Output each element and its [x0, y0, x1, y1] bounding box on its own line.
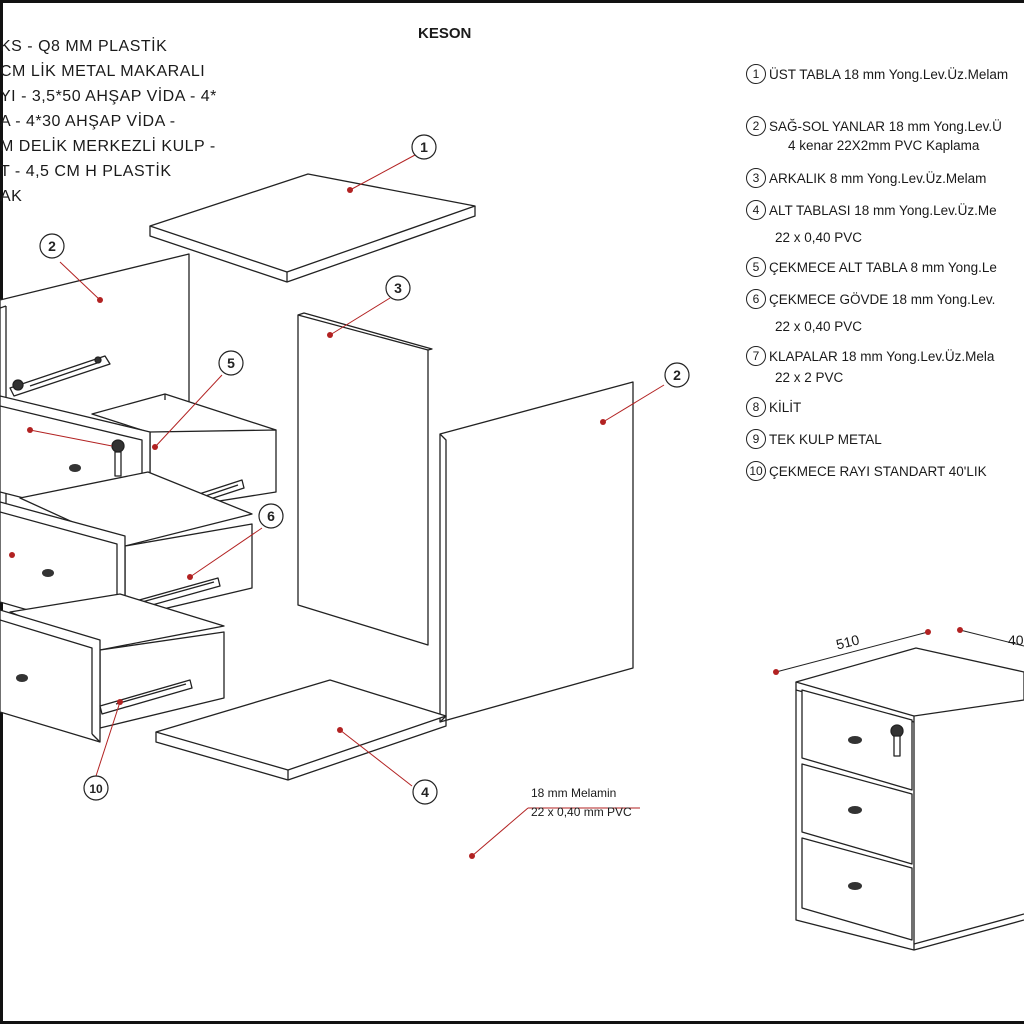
legend-number: 1 — [746, 64, 766, 84]
legend-subtext: 22 x 2 PVC — [775, 370, 844, 385]
callout-label: 2 — [48, 238, 56, 254]
legend-number: 4 — [746, 200, 766, 220]
legend-number: 3 — [746, 168, 766, 188]
leader-lines — [29, 154, 665, 857]
legend-item: 7 KLAPALAR 18 mm Yong.Lev.Üz.Mela — [746, 346, 994, 366]
legend-number: 7 — [746, 346, 766, 366]
slide-rail-upper — [9, 355, 111, 397]
dimension-lines — [775, 629, 1024, 673]
callout-group: 1 2 3 5 6 2 4 10 — [39, 134, 690, 805]
legend-item: 10 ÇEKMECE RAYI STANDART 40'LIK — [746, 461, 987, 481]
legend-subtext: 22 x 0,40 PVC — [775, 319, 863, 334]
right-side-panel — [439, 381, 634, 723]
material-note-line1: 18 mm Melamin — [531, 786, 617, 800]
back-panel — [297, 312, 433, 646]
legend-text: ALT TABLASI 18 mm Yong.Lev.Üz.Me — [769, 202, 997, 218]
notes-block: KS - Q8 MM PLASTİK CM LİK METAL MAKARALI… — [0, 34, 217, 209]
legend-item: 3 ARKALIK 8 mm Yong.Lev.Üz.Melam — [746, 168, 986, 188]
callout-label: 4 — [421, 784, 429, 800]
top-panel — [149, 173, 476, 283]
legend-number: 9 — [746, 429, 766, 449]
leader-dots — [9, 187, 963, 859]
note-line: T - 4,5 CM H PLASTİK — [0, 163, 172, 180]
callout-1: 1 — [411, 134, 437, 160]
callout-label: 2 — [673, 367, 681, 383]
legend-subtext: 4 kenar 22X2mm PVC Kaplama — [788, 138, 980, 153]
legend-text: ÜST TABLA 18 mm Yong.Lev.Üz.Melam — [769, 66, 1009, 82]
callout-6: 6 — [258, 503, 284, 529]
legend-number: 6 — [746, 289, 766, 309]
legend-text: SAĞ-SOL YANLAR 18 mm Yong.Lev.Ü — [769, 118, 1002, 134]
legend-number: 8 — [746, 397, 766, 417]
material-note-line2: 22 x 0,40 mm PVC — [531, 805, 632, 819]
legend-item: 6 ÇEKMECE GÖVDE 18 mm Yong.Lev. — [746, 289, 995, 309]
note-line: YI - 3,5*50 AHŞAP VİDA - 4* — [0, 88, 217, 105]
callout-label: 3 — [394, 280, 402, 296]
callout-label: 5 — [227, 355, 235, 371]
legend-text: ARKALIK 8 mm Yong.Lev.Üz.Melam — [769, 170, 987, 186]
legend-item: 2 SAĞ-SOL YANLAR 18 mm Yong.Lev.Ü — [746, 116, 1002, 136]
note-line: KS - Q8 MM PLASTİK — [0, 38, 168, 55]
drawing-title: KESON — [418, 25, 472, 42]
assembled-cabinet — [795, 647, 1024, 951]
dimension-depth-label: 40 — [1008, 632, 1024, 648]
legend-text: KLAPALAR 18 mm Yong.Lev.Üz.Mela — [769, 348, 995, 364]
callout-label: 1 — [420, 139, 428, 155]
callout-label: 6 — [267, 508, 275, 524]
note-line: AK — [0, 188, 23, 205]
legend-text: KİLİT — [769, 399, 802, 415]
legend-item: 1 ÜST TABLA 18 mm Yong.Lev.Üz.Melam — [746, 64, 1008, 84]
handles-exploded — [16, 464, 81, 682]
legend-item: 9 TEK KULP METAL — [746, 429, 882, 449]
drawer-middle — [0, 471, 253, 639]
legend-text: TEK KULP METAL — [769, 431, 882, 447]
legend-item: 5 ÇEKMECE ALT TABLA 8 mm Yong.Le — [746, 257, 997, 277]
legend-number: 5 — [746, 257, 766, 277]
note-line: M DELİK MERKEZLİ KULP - — [0, 138, 216, 155]
bottom-panel — [155, 679, 447, 781]
legend-text: ÇEKMECE ALT TABLA 8 mm Yong.Le — [769, 259, 997, 275]
legend-item: 8 KİLİT — [746, 397, 801, 417]
legend-text: ÇEKMECE GÖVDE 18 mm Yong.Lev. — [769, 291, 996, 307]
drawer-bottom — [0, 593, 225, 743]
legend-number: 10 — [746, 461, 766, 481]
assembled-handles — [848, 736, 862, 890]
legend-text: ÇEKMECE RAYI STANDART 40'LIK — [769, 463, 987, 479]
callout-label: 10 — [89, 782, 103, 796]
callout-10: 10 — [83, 775, 109, 801]
callout-4: 4 — [412, 779, 438, 805]
lock-exploded — [111, 439, 125, 477]
legend-subtext: 22 x 0,40 PVC — [775, 230, 863, 245]
callout-3: 3 — [385, 275, 411, 301]
callout-5: 5 — [218, 350, 244, 376]
callout-2: 2 — [664, 362, 690, 388]
legend-number: 2 — [746, 116, 766, 136]
callout-2: 2 — [39, 233, 65, 259]
note-line: CM LİK METAL MAKARALI — [0, 63, 206, 80]
note-line: A - 4*30 AHŞAP VİDA - — [0, 113, 176, 130]
legend-item: 4 ALT TABLASI 18 mm Yong.Lev.Üz.Me — [746, 200, 997, 220]
assembled-lock — [890, 724, 904, 757]
